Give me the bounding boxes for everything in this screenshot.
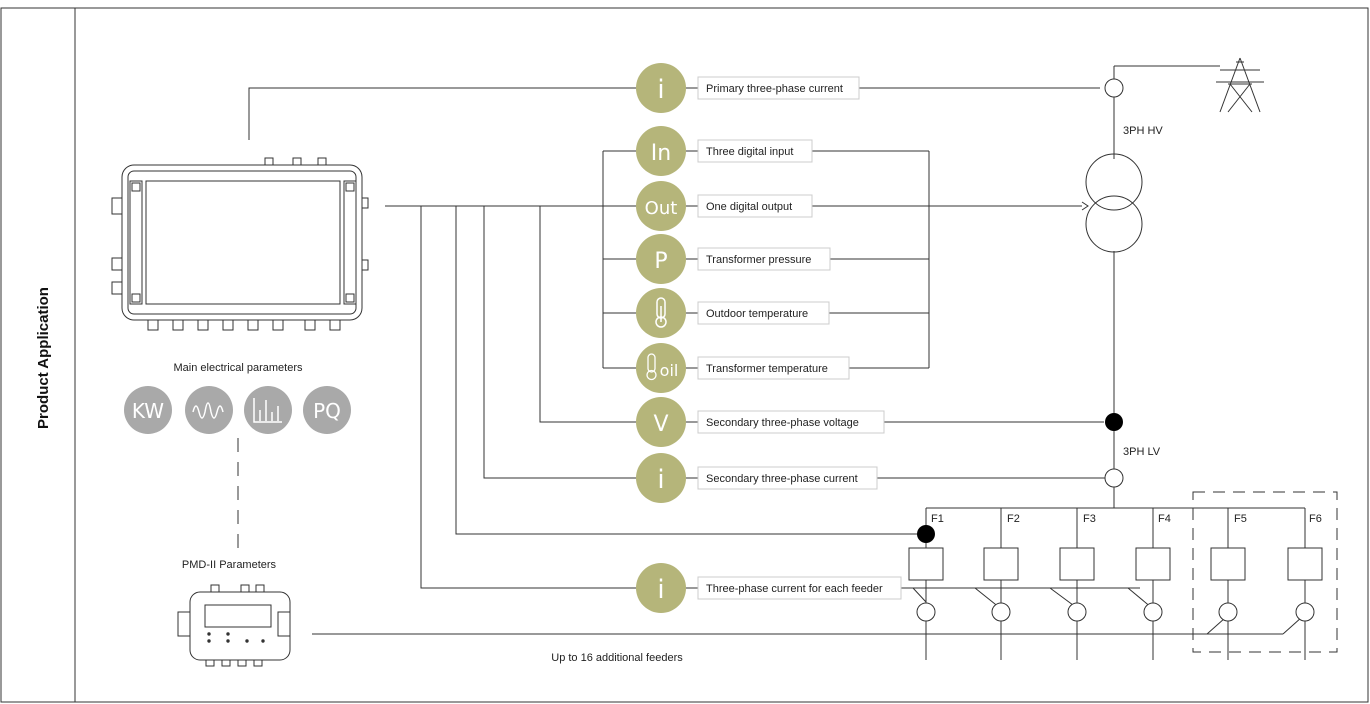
oil-thermometer-icon: oil [636,343,686,393]
label-digital-output: One digital output [706,201,792,213]
waveform-icon [185,386,233,434]
svg-text:V: V [653,412,668,437]
label-secondary-voltage: Secondary three-phase voltage [706,417,859,429]
pq-icon: PQ [303,386,351,434]
main-device-icon [111,157,369,331]
thermometer-icon [636,288,686,338]
device-caption: Main electrical parameters [174,362,303,374]
feeder-label: F1 [931,513,944,525]
wiring [248,65,1306,660]
transformer-icon [1085,153,1143,253]
label-pressure: Transformer pressure [706,254,811,266]
sensor-digital-input: In [636,126,686,176]
svg-text:P: P [654,249,667,274]
additional-feeders-box [1192,491,1338,653]
feeder-ct-icons [916,602,1315,622]
sensor-digital-output: Out [636,181,686,231]
feeder-label: F2 [1007,513,1020,525]
pmd-caption: PMD-II Parameters [182,559,277,571]
outer-frame [0,7,1369,703]
label-primary-current: Primary three-phase current [706,83,843,95]
power-pylon-icon [1216,57,1264,113]
sensor-pressure: P [636,234,686,284]
sensor-feeder-current: i [636,563,686,613]
label-secondary-current: Secondary three-phase current [706,473,858,485]
svg-text:PQ: PQ [313,399,341,423]
label-feeder-current: Three-phase current for each feeder [706,583,883,595]
arrow-head [1081,201,1089,211]
label-transformer-temperature: Transformer temperature [706,363,828,375]
feeder-label: F6 [1309,513,1322,525]
label-digital-input: Three digital input [706,146,793,158]
hv-label: 3PH HV [1123,125,1163,137]
svg-text:i: i [657,575,664,605]
feeder-label: F5 [1234,513,1247,525]
kw-icon: KW [124,386,172,434]
feeder-label: F4 [1158,513,1171,525]
svg-text:oil: oil [660,361,679,380]
feeder-label: F3 [1083,513,1096,525]
feeder-breakers [908,547,1323,581]
sensor-secondary-current: i [636,453,686,503]
primary-ct-icon [1104,78,1124,98]
feeders-note: Up to 16 additional feeders [551,652,683,664]
label-boxes [697,76,902,600]
label-outdoor-temperature: Outdoor temperature [706,308,808,320]
sensor-primary-current: i [636,63,686,113]
svg-text:In: In [651,141,671,166]
harmonics-icon [244,386,292,434]
svg-text:KW: KW [132,399,164,423]
secondary-ct-icon [1104,468,1124,488]
voltage-node-icon [1105,413,1123,431]
pmd-device-icon [177,584,291,667]
sensor-secondary-voltage: V [636,397,686,447]
lv-label: 3PH LV [1123,446,1161,458]
svg-text:Out: Out [645,198,678,219]
svg-text:i: i [657,75,664,105]
f1-node-icon [917,525,935,543]
side-title: Product Application [35,287,52,429]
svg-text:i: i [657,465,664,495]
